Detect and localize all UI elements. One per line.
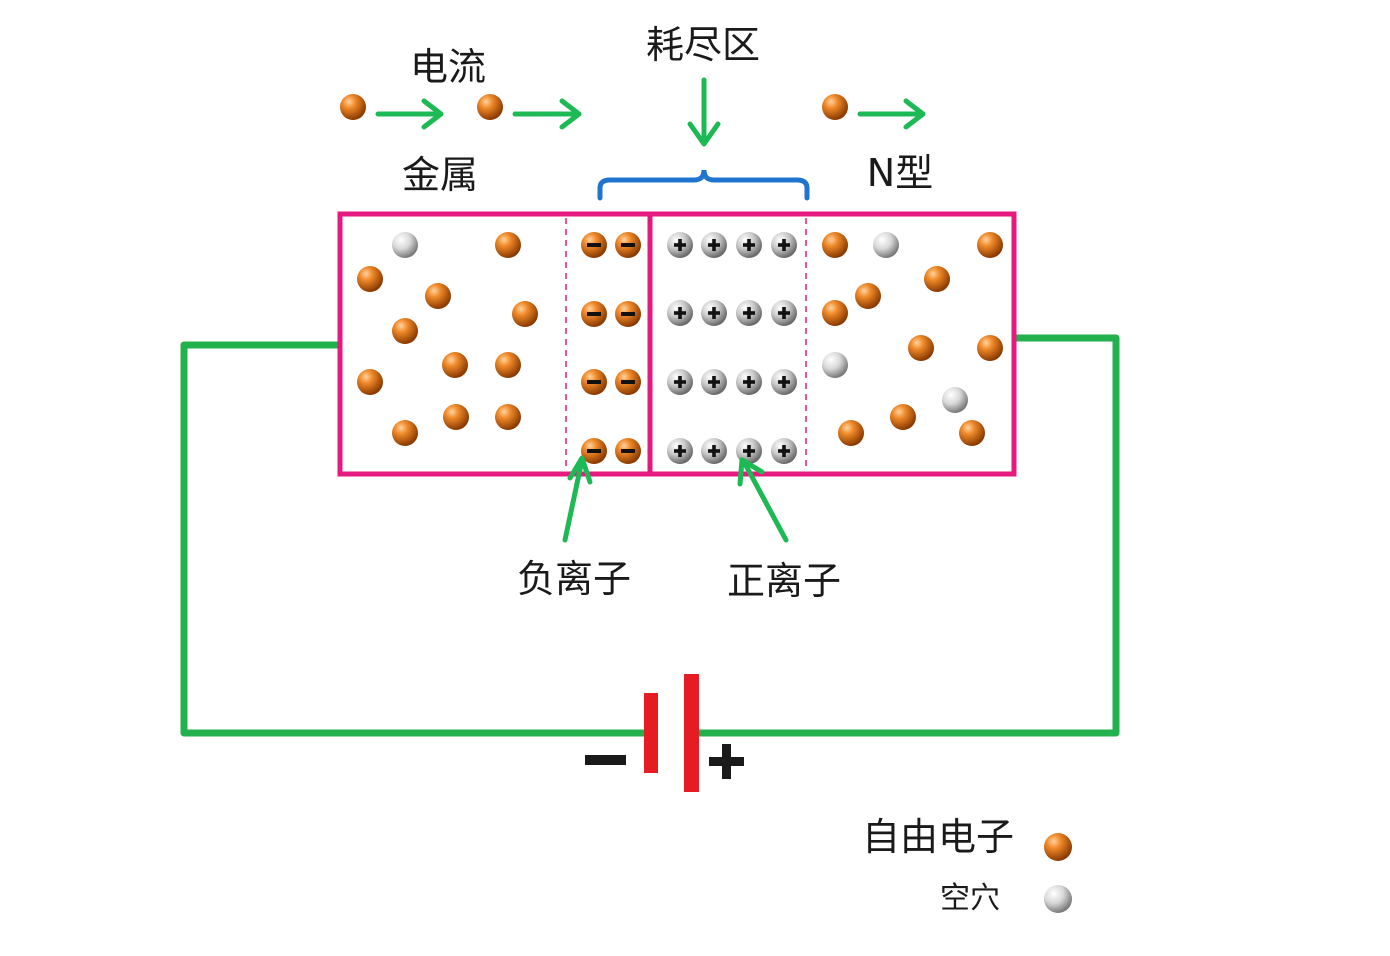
hole [942, 387, 968, 413]
positive-ion [736, 438, 762, 464]
flow-arrow [512, 98, 582, 130]
positive-ion [701, 300, 727, 326]
current-flow [340, 94, 926, 130]
free-electron [392, 318, 418, 344]
positive-ion [667, 232, 693, 258]
battery-plus-v [722, 744, 731, 779]
label-negative-ion: 负离子 [517, 557, 631, 601]
hole [392, 232, 418, 258]
hole [822, 352, 848, 378]
negative-ion [581, 301, 607, 327]
flow-electron [477, 94, 503, 120]
flow-arrow [375, 98, 444, 130]
free-electron [495, 232, 521, 258]
free-electron [392, 420, 418, 446]
positive-ion [701, 369, 727, 395]
free-electron [495, 352, 521, 378]
positive-ion [736, 232, 762, 258]
hole [873, 232, 899, 258]
label-n-type: N型 [867, 151, 933, 195]
positive-ion [771, 438, 797, 464]
battery-short-plate [644, 693, 658, 773]
positive-ion [701, 232, 727, 258]
positive-ion-pointer [741, 459, 789, 543]
label-positive-ion: 正离子 [727, 559, 841, 603]
positive-ion [771, 232, 797, 258]
negative-ion [615, 301, 641, 327]
free-electron [443, 404, 469, 430]
depletion-bracket [597, 169, 810, 201]
free-electron [977, 335, 1003, 361]
free-electron [924, 266, 950, 292]
junction-box [337, 211, 1017, 477]
positive-ion [771, 300, 797, 326]
free-electron [959, 420, 985, 446]
negative-ion [615, 232, 641, 258]
label-current: 电流 [410, 45, 486, 89]
legend-electron-icon [1044, 833, 1072, 861]
negative-ions [581, 232, 641, 464]
legend: 自由电子 空穴 [862, 815, 1072, 916]
free-electron [512, 301, 538, 327]
circuit-wire [180, 334, 1120, 737]
label-metal: 金属 [402, 153, 478, 197]
free-electron [838, 420, 864, 446]
positive-ion [667, 369, 693, 395]
positive-ion [667, 438, 693, 464]
free-electron [357, 369, 383, 395]
depletion-arrow [687, 77, 721, 147]
holes [392, 232, 968, 413]
positive-ion [736, 300, 762, 326]
free-electrons [357, 232, 1003, 446]
free-electron [822, 300, 848, 326]
positive-ions [667, 232, 797, 464]
free-electron [442, 352, 468, 378]
label-depletion: 耗尽区 [646, 23, 760, 67]
negative-ion [581, 438, 607, 464]
flow-electron [340, 94, 366, 120]
negative-ion-pointer-head [567, 455, 593, 485]
n-type-region [647, 211, 1017, 477]
negative-ion [615, 369, 641, 395]
flow-arrow [857, 98, 926, 130]
positive-ion [771, 369, 797, 395]
free-electron [822, 232, 848, 258]
depletion-boundaries [565, 218, 807, 470]
positive-ion [736, 369, 762, 395]
right-wire [692, 334, 1120, 737]
negative-ion [581, 232, 607, 258]
free-electron [425, 283, 451, 309]
positive-ion-pointer-head [737, 457, 765, 487]
battery-long-plate [684, 674, 699, 792]
positive-ion [667, 300, 693, 326]
negative-ion [615, 438, 641, 464]
legend-hole-icon [1044, 885, 1072, 913]
battery-minus-sign [585, 755, 626, 765]
free-electron [890, 404, 916, 430]
left-wire [180, 341, 645, 737]
positive-ion [701, 438, 727, 464]
battery [585, 674, 744, 792]
legend-free-electron-label: 自由电子 [862, 815, 1014, 859]
ion-pointer-arrows [562, 455, 789, 543]
free-electron [855, 283, 881, 309]
free-electron [908, 335, 934, 361]
free-electron [495, 404, 521, 430]
negative-ion [581, 369, 607, 395]
free-electron [977, 232, 1003, 258]
negative-ion-pointer [562, 457, 585, 543]
legend-hole-label: 空穴 [940, 881, 1000, 916]
free-electron [357, 266, 383, 292]
flow-electron [822, 94, 848, 120]
